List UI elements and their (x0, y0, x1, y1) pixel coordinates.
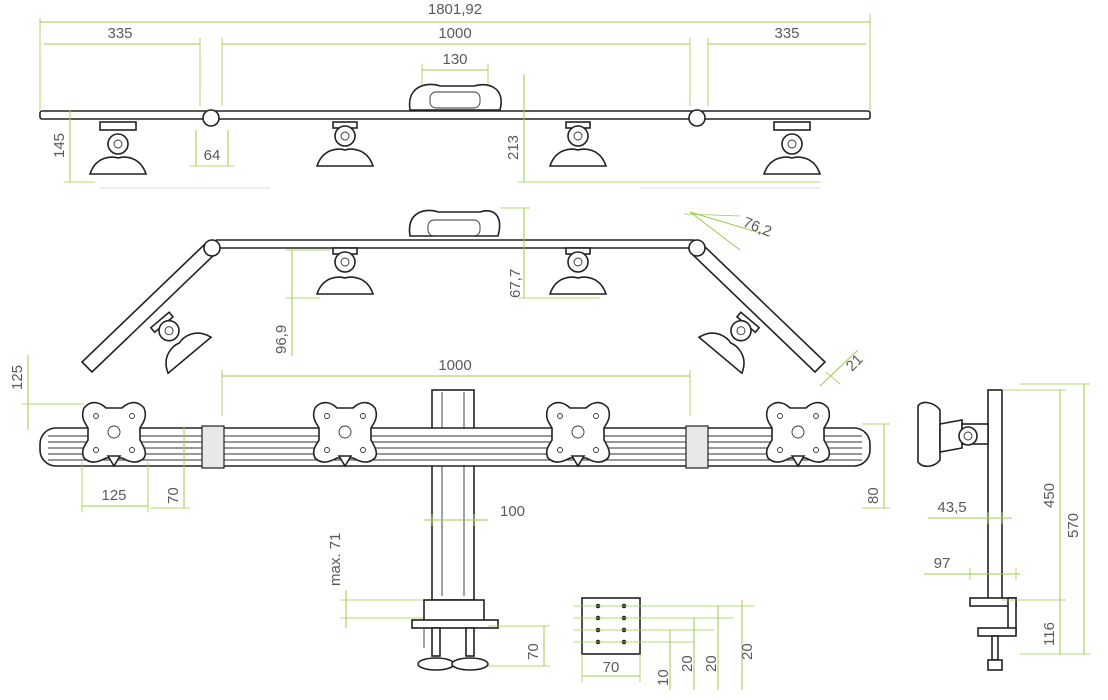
angled-head-2 (548, 247, 608, 295)
angled-right-wing (688, 239, 827, 374)
vesa-plate-1 (81, 401, 147, 468)
top-head-3 (548, 121, 608, 167)
dim-side-pole-height: 450 (1002, 389, 1066, 601)
label-hole-20a: 20 (679, 655, 696, 672)
label-max-desk: max. 71 (327, 533, 344, 586)
dim-hole-spacing: 10 20 20 20 (655, 600, 756, 690)
top-view: 1801,92 335 1000 335 130 (39, 1, 871, 189)
label-side-pole-height: 450 (1041, 483, 1058, 508)
label-top-left-125: 125 (9, 365, 26, 390)
vesa-plate-4 (765, 401, 831, 468)
label-top-depth: 213 (505, 135, 522, 160)
dim-top-left-125: 125 (9, 355, 84, 430)
angled-head-3 (149, 311, 213, 375)
dim-pole-width: 100 (424, 503, 525, 526)
label-right-wing: 335 (774, 25, 799, 42)
top-clamp (408, 83, 502, 111)
vesa-plate-2 (312, 401, 378, 468)
front-pole (431, 389, 475, 601)
dim-top-depth: 213 (505, 74, 820, 183)
dim-vesa-width: 125 (81, 462, 149, 512)
label-side-total-height: 570 (1065, 513, 1082, 538)
label-vesa-width: 125 (101, 487, 126, 504)
dim-side-clamp: 116 (1041, 600, 1061, 654)
top-joint-left (202, 109, 220, 127)
label-angle-offset: 76,2 (741, 214, 774, 241)
dim-center-bar: 1000 (221, 25, 691, 106)
label-wing-offset: 96,9 (273, 325, 290, 354)
dim-front-spacing: 1000 (221, 357, 691, 416)
dim-left-wing: 335 (44, 25, 201, 106)
front-clamp (411, 599, 499, 671)
label-clamp-width: 130 (442, 51, 467, 68)
dim-plate-width: 70 (581, 654, 641, 682)
label-hole-20b: 20 (703, 655, 720, 672)
label-hole-10: 10 (655, 669, 672, 686)
label-mount-height: 145 (51, 133, 68, 158)
label-vesa-height: 70 (165, 487, 182, 504)
label-total-width: 1801,92 (428, 1, 482, 18)
side-pole (987, 389, 1003, 601)
dim-side-total-height: 570 (1020, 383, 1090, 655)
label-side-arm: 97 (934, 555, 951, 572)
dim-vesa-height: 70 (150, 426, 190, 509)
angled-head-4 (697, 311, 761, 375)
top-head-4 (762, 121, 822, 175)
dim-max-desk: max. 71 (327, 533, 434, 628)
dim-clamp-depth: 70 (488, 625, 550, 667)
label-rail-thickness: 21 (843, 351, 867, 375)
vesa-plate-3 (545, 401, 611, 468)
front-rail (39, 425, 871, 469)
label-clamp-depth: 70 (525, 643, 542, 660)
dim-right-wing: 335 (707, 25, 866, 106)
label-front-spacing: 1000 (438, 357, 471, 374)
label-pole-width: 100 (500, 503, 525, 520)
label-rail-height: 80 (865, 487, 882, 504)
label-joint: 64 (204, 147, 221, 164)
dim-total-width: 1801,92 (39, 1, 871, 110)
top-head-1 (88, 121, 148, 175)
angled-head-1 (315, 247, 375, 295)
mounting-plate (574, 597, 754, 655)
label-plate-width: 70 (603, 659, 620, 676)
label-center-offset: 67,7 (507, 269, 524, 298)
label-center-bar: 1000 (438, 25, 471, 42)
front-view: 1000 125 (9, 355, 890, 690)
dim-side-arm: 97 (924, 555, 1020, 580)
side-clamp (969, 597, 1017, 671)
dim-joint: 64 (190, 130, 234, 167)
label-side-clamp: 116 (1041, 622, 1058, 646)
dim-wing-offset: 96,9 (273, 249, 330, 356)
angled-clamp (408, 209, 501, 237)
top-head-2 (315, 121, 375, 167)
dim-center-offset: 67,7 (500, 207, 600, 299)
label-hole-20c: 20 (739, 643, 756, 660)
angled-view: 76,2 67,7 96,9 21 (80, 207, 867, 387)
angled-center-rail (214, 239, 696, 249)
side-view: 450 570 116 43,5 97 (917, 383, 1090, 671)
angled-left-wing (80, 239, 221, 374)
side-head (917, 401, 989, 468)
dim-side-depth: 43,5 (928, 499, 1012, 524)
label-left-wing: 335 (107, 25, 132, 42)
dim-rail-height: 80 (862, 423, 890, 509)
dim-mount-height: 145 (51, 110, 95, 183)
label-side-depth: 43,5 (937, 499, 966, 516)
top-rail (39, 110, 871, 120)
dim-rail-thickness: 21 (819, 349, 867, 387)
top-joint-right (688, 109, 706, 127)
